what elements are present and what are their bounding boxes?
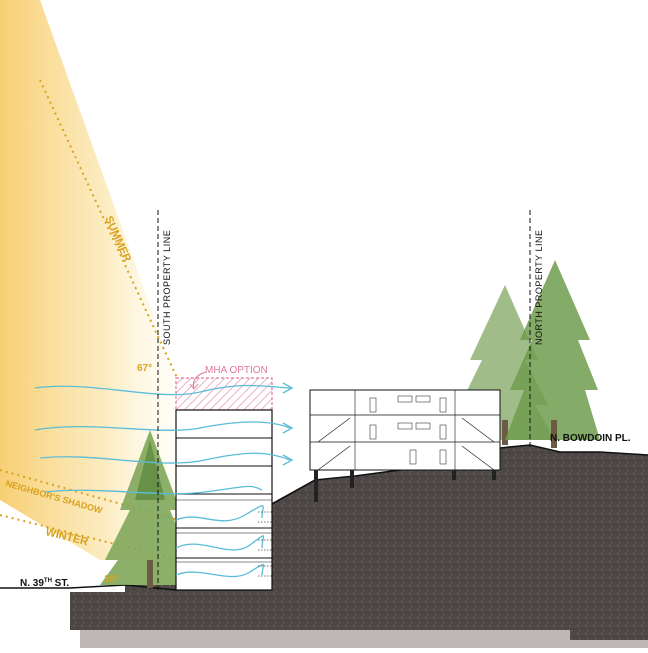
mha-option-label: MHA OPTION — [205, 365, 268, 376]
ground-section — [0, 444, 648, 648]
mha-option-leader — [192, 371, 207, 389]
sun-angle-wedge — [0, 0, 179, 561]
ventilation-arrows — [258, 511, 280, 577]
main-building-section — [175, 377, 273, 591]
airflow-arrows — [34, 382, 294, 578]
summer-angle-label: 67° — [137, 363, 152, 374]
south-property-line-label: SOUTH PROPERTY LINE — [162, 230, 172, 345]
north-street-label: N. BOWDOIN PL. — [550, 433, 631, 444]
winter-angle-label: 18° — [104, 574, 119, 585]
south-street-label: N. 39TH ST. — [20, 578, 69, 589]
north-property-line-label: NORTH PROPERTY LINE — [534, 229, 544, 345]
tree-north-2 — [505, 260, 600, 448]
neighbor-building-section — [309, 389, 501, 502]
